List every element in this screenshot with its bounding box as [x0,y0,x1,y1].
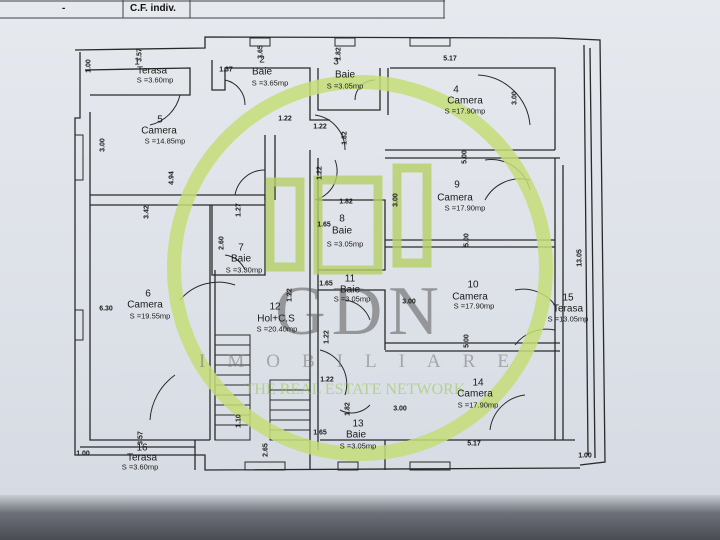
room-5-area: S =14.85mp [144,136,186,146]
room-3-number: 3 [333,56,339,68]
dimension-label: 3.65 [257,45,265,59]
dimension-label: 1.65 [319,280,333,288]
room-9-area: S =17.90mp [444,203,486,213]
room-14-area: S =17.90mp [457,400,499,410]
room-2-area: S =3.65mp [251,78,289,88]
room-4-area: S =17.90mp [444,106,486,116]
room-4-number: 4 [453,84,459,96]
room-6-number: 6 [145,288,151,300]
room-8-area: S =3.05mp [326,239,364,249]
dimension-label: 3.57 [137,431,145,445]
room-15-number: 15 [562,292,574,304]
room-12-number: 12 [269,301,281,313]
dimension-label: 1.22 [278,115,292,123]
room-7-area: S =3.30mp [225,265,263,275]
dimension-label: 1.37 [219,66,233,74]
dimension-label: 1.82 [344,402,352,416]
room-11-name: Baie [339,284,361,296]
room-1-number: 1 [134,56,140,68]
dimension-label: 1.22 [323,330,331,344]
room-16-number: 16 [136,442,148,454]
watermark-ring [167,75,553,461]
room-2-number: 2 [259,54,265,66]
table-shadow [0,495,720,540]
dimension-label: 3.00 [402,298,416,306]
room-6-area: S =19.55mp [129,311,171,321]
dimension-label: 4.94 [168,171,176,185]
room-9-name: Camera [437,192,473,204]
dimension-label: 1.82 [339,198,353,206]
room-14-number: 14 [472,377,484,389]
room-10-area: S =17.90mp [453,301,495,311]
dimension-label: 3.00 [99,138,107,152]
dimension-label: 1.00 [85,59,93,73]
dimension-label: 3.00 [392,193,400,207]
room-10-name: Camera [452,291,488,303]
dimension-label: 3.00 [511,91,519,105]
room-2-name: Baie [251,66,273,78]
room-13-area: S =3.05mp [339,441,377,451]
header-table [0,0,445,19]
dimension-label: 1.27 [235,203,243,217]
walls [74,36,606,471]
dimension-label: 1.65 [317,221,331,229]
room-13-name: Baie [345,429,367,441]
header-dash: - [62,3,66,14]
room-4-name: Camera [447,95,483,107]
dimension-label: 2.65 [262,443,270,457]
room-8-name: Baie [331,225,353,237]
room-1-name: Terasa [136,65,168,77]
room-3-name: Baie [334,69,356,81]
dimension-label: 3.42 [143,205,151,219]
watermark-logo-building [265,163,432,275]
room-10-number: 10 [467,279,479,291]
dimension-label: 6.30 [99,305,113,313]
dimension-label: 1.22 [313,123,327,131]
watermark-brand: GDN [275,273,445,350]
dimension-label: 5.00 [463,334,471,348]
room-11-number: 11 [344,273,356,285]
dimension-label: 1.65 [313,429,327,437]
room-5-name: Camera [141,125,177,137]
room-3-area: S =3.05mp [326,81,364,91]
dimension-label: 5.00 [461,150,469,164]
dimension-label: 1.00 [578,452,592,460]
dimension-label: 5.00 [463,233,471,247]
room-15-area: S =13.05mp [547,314,589,324]
dimension-label: 3.00 [393,405,407,413]
dimension-label: 5.17 [467,440,481,448]
room-11-area: S =3.05mp [333,294,371,304]
dimension-label: 1.10 [235,414,243,428]
header-cf-label: C.F. indiv. [130,3,176,14]
dimension-label: 1.82 [341,131,349,145]
dimension-label: 1.22 [286,288,294,302]
room-14-name: Camera [457,388,493,400]
room-12-name: Hol+C.S [257,313,295,325]
room-5-number: 5 [157,114,163,126]
dimension-label: 2.60 [218,236,226,250]
room-16-name: Terasa [126,452,158,464]
dimension-label: 1.22 [320,376,334,384]
room-12-area: S =20.40mp [256,324,298,334]
room-13-number: 13 [352,418,364,430]
room-8-number: 8 [339,213,345,225]
room-6-name: Camera [127,299,163,311]
dimension-label: 1.82 [335,47,343,61]
room-9-number: 9 [454,179,460,191]
dimension-label: 13.05 [576,249,584,267]
room-15-name: Terasa [552,303,584,315]
room-7-number: 7 [238,242,244,254]
dimension-label: 5.17 [443,55,457,63]
watermark-line2: THE REAL ESTATE NETWORK [244,381,466,398]
dimension-label: 3.57 [136,48,144,62]
room-1-area: S =3.60mp [136,75,174,85]
watermark-line1: IMOBILIARE [199,351,531,372]
dimension-label: 1.00 [76,450,90,458]
room-7-name: Baie [230,253,252,265]
room-16-area: S =3.60mp [121,462,159,472]
dimension-label: 1.22 [316,166,324,180]
